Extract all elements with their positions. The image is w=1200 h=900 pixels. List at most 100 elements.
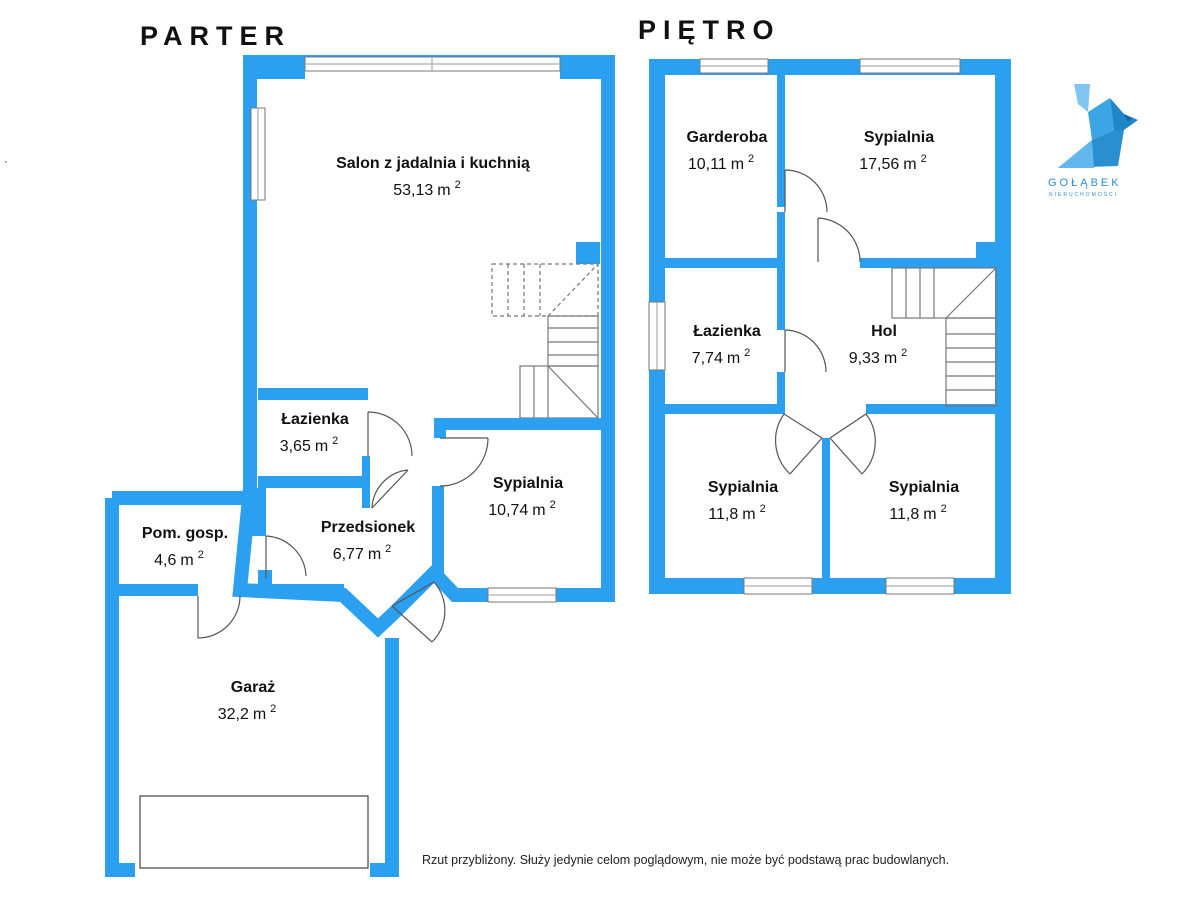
room-area-exponent: 2 xyxy=(198,549,204,561)
interior-wall xyxy=(777,67,785,207)
room-area-value: 9,33 xyxy=(849,350,880,367)
door-bathroom-upper xyxy=(784,329,827,373)
interior-wall xyxy=(860,258,995,268)
door-garage xyxy=(197,595,241,639)
room-name: Przedsionek xyxy=(321,519,415,536)
interior-wall xyxy=(777,372,785,414)
room-area-exponent: 2 xyxy=(921,153,927,165)
interior-wall xyxy=(866,404,996,414)
room-area-unit: m xyxy=(731,156,744,173)
upper-floor-heading: PIĘTRO xyxy=(638,15,781,45)
room-name: Hol xyxy=(871,323,897,340)
logo-name: GOŁĄBEK xyxy=(1048,177,1122,189)
room-area-value: 6,77 xyxy=(333,546,364,563)
interior-wall xyxy=(822,438,830,578)
room-area-exponent: 2 xyxy=(385,543,391,555)
room-area-unit: m xyxy=(437,182,450,199)
logo-subtitle: NIERUCHOMOŚCI xyxy=(1049,190,1118,198)
door-wardrobe xyxy=(784,169,828,213)
interior-wall xyxy=(777,212,785,264)
room-area-unit: m xyxy=(368,546,381,563)
garage-outer-walls xyxy=(105,491,399,877)
room-name: Garderoba xyxy=(687,129,768,146)
room-area-value: 4,6 xyxy=(154,552,176,569)
garage-area xyxy=(105,488,399,877)
disclaimer-text: Rzut przybliżony. Służy jedynie celom po… xyxy=(422,853,949,867)
interior-wall xyxy=(434,418,446,438)
pillar xyxy=(576,242,600,264)
room-area-unit: m xyxy=(923,506,936,523)
room-area-value: 3,65 xyxy=(280,438,311,455)
interior-wall xyxy=(258,388,368,400)
room-area-unit: m xyxy=(532,502,545,519)
room-name: Salon z jadalnia i kuchnią xyxy=(336,155,530,172)
room-area-value: 10,11 xyxy=(688,156,727,173)
wall-corner xyxy=(560,57,612,79)
room-area-exponent: 2 xyxy=(332,435,338,447)
room-name: Łazienka xyxy=(693,323,761,340)
room-name: Pom. gosp. xyxy=(142,525,228,542)
room-area-unit: m xyxy=(315,438,328,455)
door-master-bedroom xyxy=(817,217,861,263)
room-area-unit: m xyxy=(727,350,740,367)
room-area-unit: m xyxy=(742,506,755,523)
door-hall xyxy=(371,469,409,509)
room-area-value: 10,74 xyxy=(488,502,528,519)
room-area-value: 11,8 xyxy=(708,506,738,523)
door-bedroom-left xyxy=(774,413,823,475)
room-area-value: 53,13 xyxy=(393,182,433,199)
room-area-value: 11,8 xyxy=(889,506,919,523)
interior-wall xyxy=(665,404,785,414)
ground-floor xyxy=(232,55,615,643)
wall-corner xyxy=(245,57,305,79)
room-name: Sypialnia xyxy=(889,479,959,496)
room-area-unit: m xyxy=(180,552,193,569)
room-area-exponent: 2 xyxy=(744,347,750,359)
door-utility xyxy=(265,535,307,578)
room-name: Sypialnia xyxy=(708,479,778,496)
pillar xyxy=(976,242,996,266)
interior-wall xyxy=(434,418,606,430)
interior-wall xyxy=(665,258,785,268)
upper-floor xyxy=(648,58,1011,595)
room-area-exponent: 2 xyxy=(550,499,556,511)
room-area-value: 17,56 xyxy=(859,156,899,173)
door-bedroom xyxy=(439,437,489,487)
ground-floor-heading: PARTER xyxy=(140,21,291,51)
interior-wall xyxy=(240,584,344,596)
room-name: Łazienka xyxy=(281,411,349,428)
stairs xyxy=(891,267,997,407)
room-area-exponent: 2 xyxy=(270,703,276,715)
room-area-exponent: 2 xyxy=(760,503,766,515)
room-area-value: 7,74 xyxy=(692,350,723,367)
stairs xyxy=(491,263,599,419)
room-area-unit: m xyxy=(903,156,916,173)
interior-wall xyxy=(777,264,785,330)
room-area-exponent: 2 xyxy=(901,347,907,359)
interior-wall xyxy=(252,488,266,536)
